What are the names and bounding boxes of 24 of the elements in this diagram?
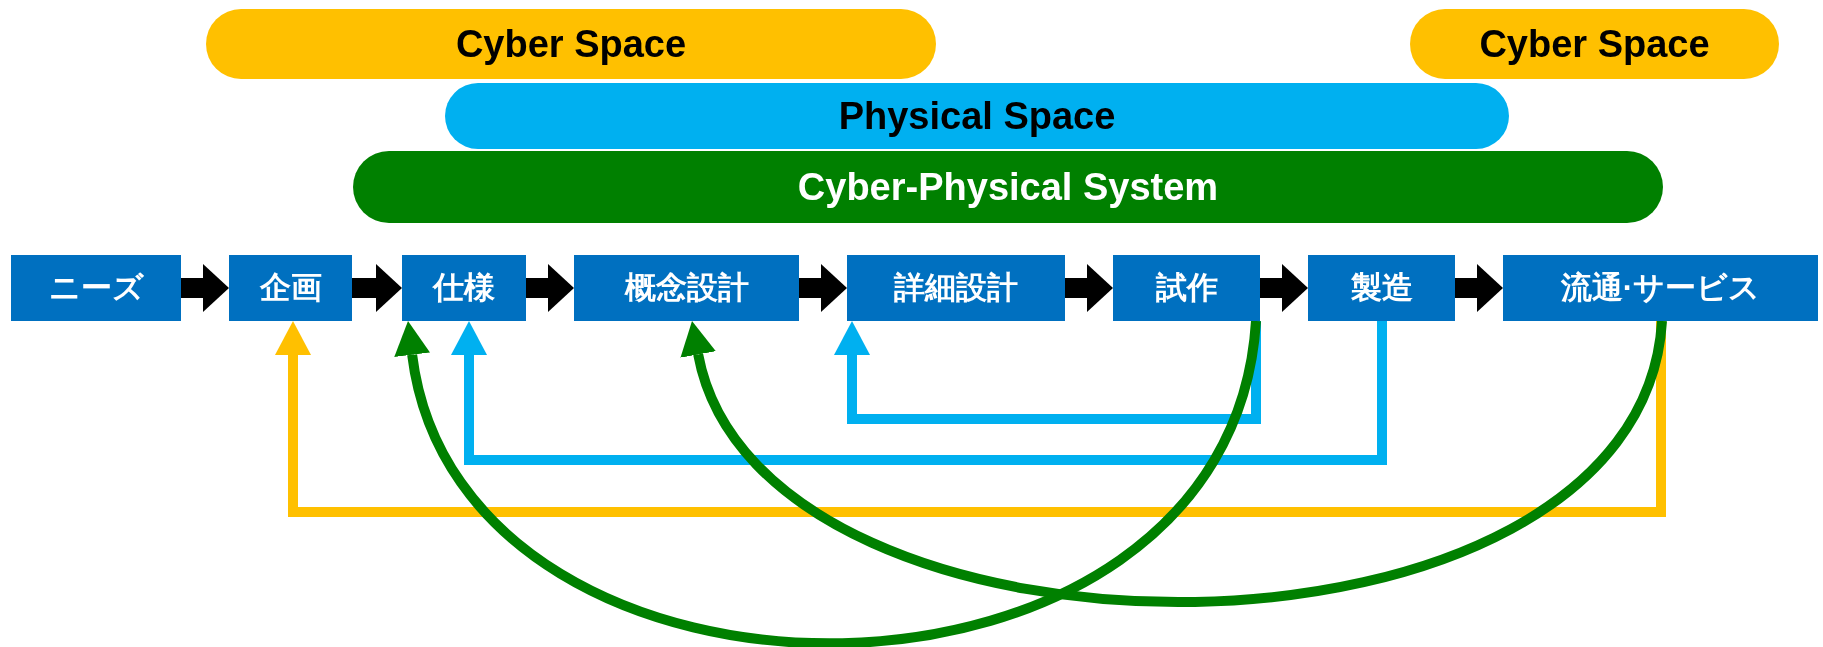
arrow <box>1065 264 1113 312</box>
arrow <box>275 321 1666 517</box>
process-step-box: 概念設計 <box>574 255 799 321</box>
space-band: Physical Space <box>445 83 1509 149</box>
arrow <box>1455 264 1503 312</box>
arrow <box>834 321 1261 424</box>
arrow <box>1260 264 1308 312</box>
space-band: Cyber Space <box>1410 9 1779 79</box>
arrow <box>681 319 1667 607</box>
process-step-box: ニーズ <box>11 255 181 321</box>
process-step-box: 企画 <box>229 255 352 321</box>
space-band: Cyber-Physical System <box>353 151 1663 223</box>
process-step-box: 流通·サービス <box>1503 255 1818 321</box>
arrow <box>451 321 1387 465</box>
process-step-box: 製造 <box>1308 255 1455 321</box>
arrow <box>352 264 402 312</box>
arrow <box>526 264 574 312</box>
process-step-box: 試作 <box>1113 255 1260 321</box>
arrow <box>181 264 229 312</box>
space-band: Cyber Space <box>206 9 936 79</box>
arrow <box>394 319 1261 647</box>
arrow <box>799 264 847 312</box>
process-step-box: 仕様 <box>402 255 526 321</box>
process-step-box: 詳細設計 <box>847 255 1065 321</box>
